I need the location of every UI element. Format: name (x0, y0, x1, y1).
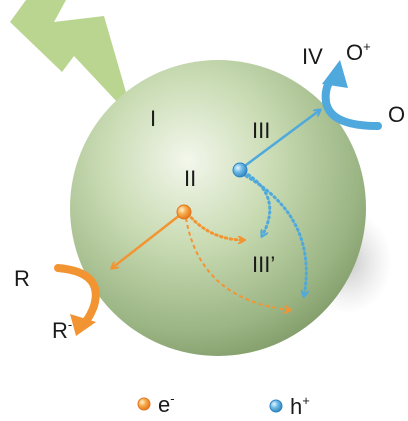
legend-hole-label: h+ (290, 393, 310, 419)
hole-recombination-dotted-arrow (242, 170, 272, 236)
hole-dot (232, 162, 248, 178)
electron-transfer-arrow (112, 214, 181, 268)
electron-dot (176, 204, 192, 220)
label-stage-1: I (150, 106, 156, 131)
hole-long-dotted-arrow (244, 174, 306, 296)
oxidation-arrowhead (322, 60, 348, 88)
label-stage-3-prime: III’ (252, 252, 275, 277)
legend-hole-dot (269, 399, 283, 413)
label-stage-2: II (184, 166, 196, 191)
electron-recombination-dotted-arrow (186, 212, 244, 240)
label-reductant: R (14, 266, 30, 291)
hole-transfer-arrow (241, 110, 320, 170)
label-oxidized-product: O+ (346, 39, 371, 65)
label-stage-4: IV (302, 44, 323, 69)
electron-long-dashed-arrow (185, 217, 290, 310)
catalyst-sphere (70, 60, 366, 356)
label-reduced: R- (52, 317, 72, 343)
reduction-arrowhead (70, 314, 96, 336)
label-oxidant-reactant: O (388, 102, 405, 127)
lightning-bolt-icon (10, 0, 134, 120)
legend-electron-dot (137, 397, 151, 411)
legend-electron-label: e- (158, 391, 175, 417)
label-stage-3: III (252, 118, 270, 143)
